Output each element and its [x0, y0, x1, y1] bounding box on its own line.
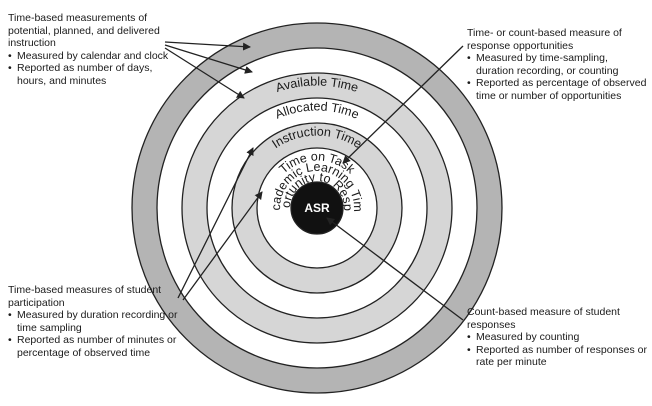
note-heading: Time- or count-based measure of response…: [467, 27, 622, 52]
arrow-to-instruction-time: [164, 47, 245, 99]
arrow-to-asr: [326, 217, 464, 321]
pointer-arrows: [164, 41, 464, 321]
note-bullet: Measured by counting: [467, 331, 647, 344]
ring-discs: [131, 22, 503, 394]
note-bullets: Measured by time-sampling, duration reco…: [467, 52, 647, 102]
note-time-based-instruction: Time-based measurements of potential, pl…: [8, 12, 173, 87]
note-student-participation: Time-based measures of student participa…: [8, 284, 198, 359]
note-heading: Count-based measure of student responses: [467, 306, 620, 331]
arrow-to-time-on-task: [177, 147, 254, 299]
note-bullets: Measured by counting Reported as number …: [467, 331, 647, 369]
note-bullet: Measured by calendar and clock: [8, 50, 173, 63]
note-student-responses: Count-based measure of student responses…: [467, 306, 647, 369]
center-label-asr: ASR: [304, 201, 330, 215]
note-bullet: Reported as number of responses or rate …: [467, 344, 647, 369]
note-bullets: Measured by duration recording or time s…: [8, 309, 198, 359]
note-bullets: Measured by calendar and clock Reported …: [8, 50, 173, 88]
arrow-to-available-time: [164, 41, 251, 51]
note-bullet: Measured by time-sampling, duration reco…: [467, 52, 647, 77]
note-bullet: Measured by duration recording or time s…: [8, 309, 198, 334]
note-bullet: Reported as percentage of observed time …: [467, 77, 647, 102]
note-response-opportunities: Time- or count-based measure of response…: [467, 27, 647, 102]
arrow-to-opportunity-to-respond: [342, 45, 464, 164]
arrow-to-allocated-time: [164, 44, 253, 74]
note-heading: Time-based measures of student participa…: [8, 284, 162, 309]
arrow-to-academic-learning-time: [182, 191, 263, 301]
note-heading: Time-based measurements of potential, pl…: [8, 12, 160, 49]
note-bullet: Reported as number of days, hours, and m…: [8, 62, 173, 87]
note-bullet: Reported as number of minutes or percent…: [8, 334, 198, 359]
